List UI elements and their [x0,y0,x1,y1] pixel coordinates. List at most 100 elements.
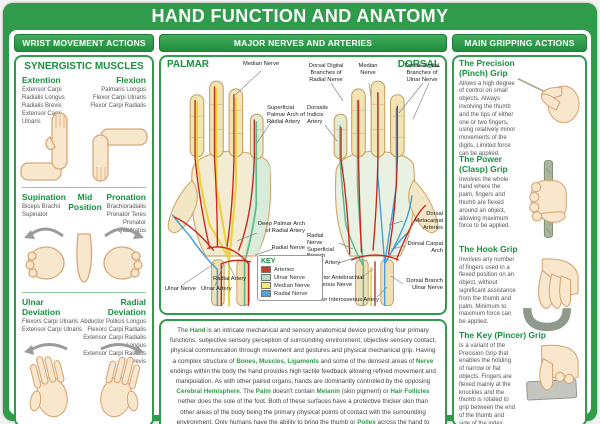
precision-grip-block: The Precision (Pinch) Grip Allows a high… [459,58,580,157]
ulnar-deviation-block: Ulnar Deviation Flexors Carpi Ulnaris Ex… [22,297,84,334]
key-grip-illustration [526,344,579,401]
label-dorsalis-indicis: Dorsalis Indicis Artery [307,105,328,125]
description-highlight: Bones, Muscles, Ligaments [236,357,319,365]
label-radial-nerve-palmar: Radial Nerve [271,245,305,251]
description-text: across the hand to connect with the four… [377,418,430,424]
hook-grip-title: The Hook Grip [459,244,518,254]
label-anterior-interosseous: Anterior Interosseous Artery [307,297,379,303]
section-divider [22,292,146,293]
description-highlight: Palm [255,388,271,396]
key-entry: Median Nerve [261,282,319,289]
muscle-line: Extensor Carpi [22,87,62,93]
supination-muscle-list: Biceps Brachii Supinator [22,203,68,219]
dorsal-title: DORSAL [397,59,440,70]
mid-position-block: Mid Position [67,192,103,212]
extension-title: Extention [22,75,61,85]
label-radial-artery-palmar: Radial Artery [213,276,247,282]
label-dorsal-digital-ulnar: Dorsal Digital Branches of Ulnar Nerve [404,63,440,83]
mid-position-title: Mid Position [68,192,102,212]
muscle-line: Ulnaris [22,119,41,126]
extension-block: Extention Extensor Carpi Radialis Longus… [22,75,84,126]
description-panel: The Hand is an intricate mechanical and … [159,319,447,424]
description-highlight: Melanin [316,388,340,396]
gripping-column: MAIN GRIPPING ACTIONS The Precision (Pin… [452,34,587,424]
power-grip-title: The Power (Clasp) Grip [459,154,508,174]
muscle-line: Radialis Brevis [22,103,62,110]
muscle-line: Extensor Carpi Radialis Brevis [83,351,146,366]
description-highlight: Pollex [357,418,376,424]
power-grip-text: Involves the whole hand where the palm, … [459,176,511,230]
ulnar-deviation-title: Ulnar Deviation [22,297,61,317]
description-highlight: Cerebral Hemisphere [176,388,240,396]
rotation-row: Supination Biceps Brachii Supinator Mid … [20,190,148,290]
key-entry: Radial Nerve [261,290,319,297]
flexion-title: Flexion [116,75,146,85]
key-entry-label: Arteries [274,266,294,273]
supination-pronation-hands-illustration [24,227,144,283]
description-text: The [177,327,190,334]
wrist-movement-column: WRIST MOVEMENT ACTIONS SYNERGISTIC MUSCL… [14,34,154,424]
hand-description-text: The Hand is an intricate mechanical and … [170,326,436,424]
key-grip-title: The Key (Pincer) Grip [459,330,546,340]
extension-flexion-hands-illustration [20,112,148,182]
poster-content: WRIST MOVEMENT ACTIONS SYNERGISTIC MUSCL… [9,30,591,424]
muscle-line: Flexor Carpi Radialis [90,103,146,110]
precision-grip-title: The Precision (Pinch) Grip [459,58,515,78]
muscle-line: Abductor Pollicis Longus [80,319,146,325]
section-divider [22,187,146,188]
muscle-line: Biceps Brachii [22,204,61,210]
hook-grip-illustration [522,258,579,332]
muscle-line: Flexors Carpi Radialis [87,327,146,334]
key-entry-label: Ulnar Nerve [274,274,305,281]
description-highlight: Hand [189,327,206,334]
description-text: doesn't contain [270,388,317,396]
power-grip-illustration [529,160,567,238]
muscle-line: Flexors Carpi Ulnaris [22,319,79,325]
label-median-nerve-palmar: Median Nerve [243,61,280,67]
label-radial-artery-dorsal: Radial Artery [307,260,341,266]
label-dorsal-branch-ulnar: Dorsal Branch Ulnar Nerve [406,278,443,291]
key-entry: Arteries [261,266,319,273]
wrist-panel: SYNERGISTIC MUSCLES Extention Extensor C… [14,55,154,424]
gripping-panel: The Precision (Pinch) Grip Allows a high… [452,55,587,424]
description-text: endings within the body the hand provide… [170,367,436,385]
muscle-line: Supinator [22,212,48,219]
synergistic-muscles-heading: SYNERGISTIC MUSCLES [24,61,144,72]
muscle-line: Flexor Carpi Ulnaris [92,95,146,102]
flexion-block: Flexion Palmaris Longus Flexor Carpi Uln… [84,75,146,110]
poster-frame: HAND FUNCTION AND ANATOMY WRIST MOVEMENT… [3,3,597,424]
label-posterior-antebrachial: Posterior Antebrachial Cutaneous Nerve [307,275,364,288]
key-title: KEY [261,258,276,265]
hook-grip-text: Involves any number of fingers used in a… [459,256,516,326]
deviation-row: Ulnar Deviation Flexors Carpi Ulnaris Ex… [20,295,148,421]
key-grip-block: The Key (Pincer) Grip Is a variant of th… [459,330,580,424]
muscle-line: Extensor Carpi [22,111,62,118]
description-text: is an intricate mechanical and sensory a… [170,327,437,365]
hook-grip-block: The Hook Grip Involves any number of fin… [459,244,580,332]
extension-muscle-list: Extensor Carpi Radialis Longus Radialis … [22,86,84,126]
label-dorsal-metacarpal: Dorsal Metacarpal Arteries [414,211,443,231]
wrist-section-header: WRIST MOVEMENT ACTIONS [14,34,154,52]
key-swatch [261,290,271,297]
label-dorsal-digital-radial: Dorsal Digital Branches of Radial Nerve [308,63,344,83]
key-entry-label: Median Nerve [274,282,311,289]
description-text: (skin pigment) or [339,388,391,396]
muscle-line: Extensor Carpi Ulnaris [22,327,83,334]
description-highlight: Hair Follicles [390,388,430,396]
radial-deviation-title: Radial Deviation [107,297,146,317]
label-median-nerve-dorsal: Median Nerve [358,63,378,76]
key-swatch [261,266,271,273]
key-grip-text: Is a variant of the Precision Grip that … [459,342,516,424]
extension-flexion-row: Extention Extensor Carpi Radialis Longus… [20,75,148,185]
palmar-title: PALMAR [167,59,210,70]
muscle-line: Palmaris Longus [101,87,146,93]
label-dorsal-carpal-arch: Dorsal Carpal Arch [407,241,443,254]
nerves-column: MAJOR NERVES AND ARTERIES PALMAR DORSAL [159,34,447,424]
key-swatch [261,274,271,281]
precision-grip-text: Allows a high degree of control on small… [459,80,516,157]
description-text: nether does the sole of the foot. Both o… [176,398,428,424]
label-ulnar-artery-palmar: Ulnar Artery [201,286,232,292]
nerves-section-header: MAJOR NERVES AND ARTERIES [159,34,447,52]
